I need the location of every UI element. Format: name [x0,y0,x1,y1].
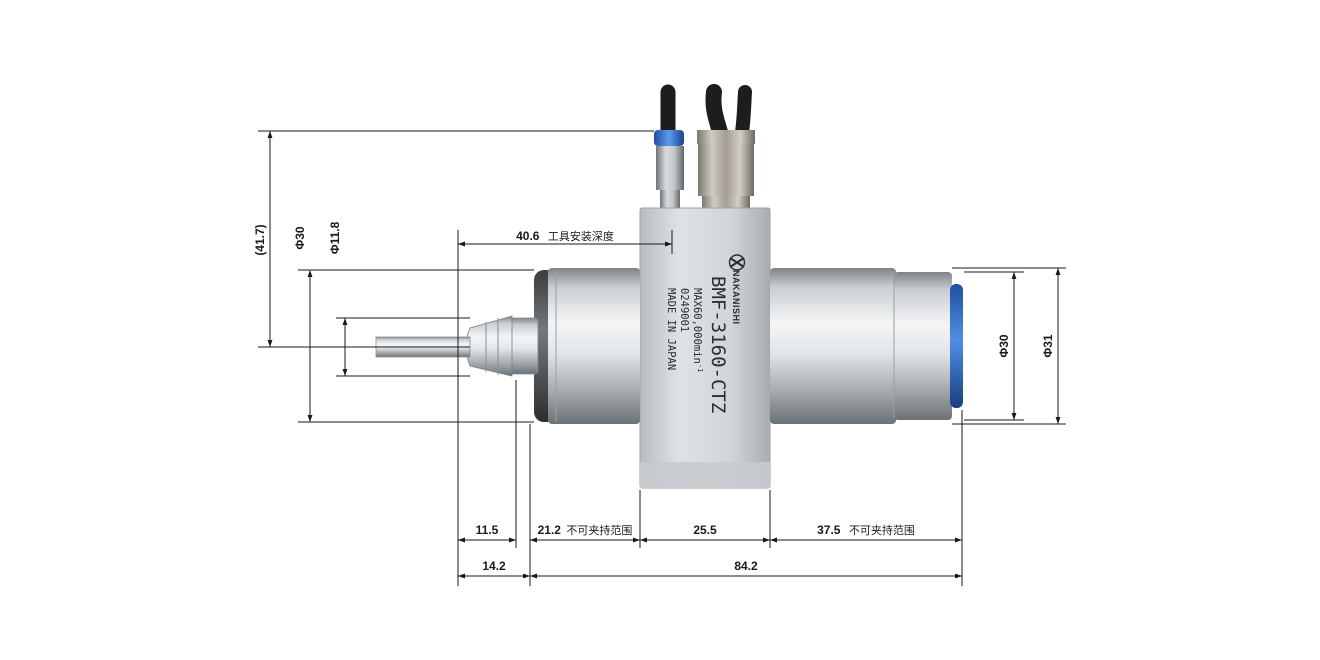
dim-label-40-6: 40.6 [516,229,540,243]
dimension-lines [258,130,1066,586]
collet-nut-rear [509,317,539,375]
mounting-block [639,207,771,489]
dim-label-37-5-group: 37.5 不可夹持范围 [817,521,915,538]
power-cable [705,84,728,140]
dim-label-phi11-8: Φ11.8 [328,221,342,254]
dim-label-phi31: Φ31 [1041,334,1055,358]
dim-label-14-2: 14.2 [482,559,506,573]
origin-label: MADE IN JAPAN [665,288,677,370]
rear-blue-cap [950,284,963,408]
model-label: BMF-3160-CTZ [707,276,729,413]
air-fitting-body [656,146,684,190]
speed-line: MAX60,000min-1 [691,288,704,372]
brand-label: NAKANISHI [731,270,741,325]
serial-label: 0249001 [678,288,690,332]
dim-label-21-2: 21.2 [538,523,562,537]
collet-nut [465,315,513,377]
dim-label-37-5: 37.5 [817,523,841,537]
dim-note-21-2: 不可夹持范围 [566,523,632,537]
dim-label-25-5: 25.5 [693,523,717,537]
dim-label-41-7: (41.7) [253,224,267,255]
rear-cap [894,272,952,420]
dim-label-phi30-left: Φ30 [293,226,307,250]
dim-label-21-2-group: 21.2 不可夹持范围 [538,521,633,538]
speed-label: MAX60,000min [691,288,703,364]
nakanishi-logo-icon [728,254,746,271]
dim-note-40-6: 工具安装深度 [548,229,614,243]
dim-label-phi30-right: Φ30 [997,334,1011,358]
cable-gland-nut [697,130,755,144]
air-fitting-cap [654,130,684,146]
rear-housing [770,268,896,424]
speed-superscript: -1 [696,364,704,372]
dim-label-11-5: 11.5 [476,523,499,537]
dim-label-40-6-group: 40.6 工具安装深度 [516,227,614,244]
dim-note-37-5: 不可夹持范围 [849,523,915,537]
front-housing [548,268,640,424]
block-engraving: NAKANISHI BMF-3160-CTZ MAX60,000min-1 02… [665,254,746,413]
dimension-labels: (41.7) Φ30 Φ11.8 40.6 工具安装深度 Φ30 Φ31 11.… [253,221,1055,573]
dim-label-84-2: 84.2 [734,559,758,573]
spindle-picture: NAKANISHI BMF-3160-CTZ MAX60,000min-1 02… [375,84,963,489]
